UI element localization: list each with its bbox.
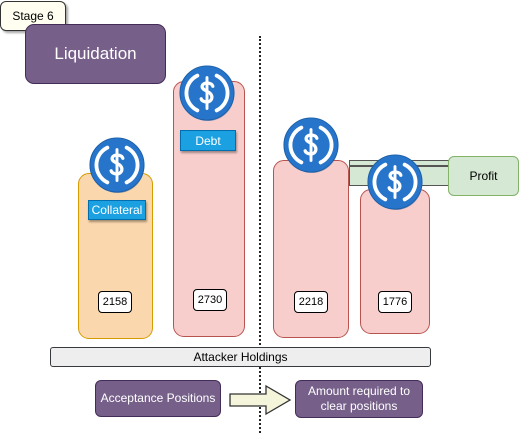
debt-value: 2730 <box>193 289 227 311</box>
right-arrow-icon <box>228 383 292 417</box>
title-box: Liquidation <box>25 24 166 84</box>
amount-required-box: Amount required to clear positions <box>295 380 423 418</box>
collateral-bar <box>78 173 153 339</box>
acceptance-positions-box: Acceptance Positions <box>95 380 221 417</box>
usdc-coin-icon <box>178 64 236 122</box>
collateral-tag: Collateral <box>88 200 146 220</box>
divider-line <box>259 36 261 433</box>
debt-tag: Debt <box>180 130 236 151</box>
usdc-coin-icon <box>88 136 146 194</box>
usdc-coin-icon <box>282 116 340 174</box>
attacker-holdings-bar: Attacker Holdings <box>50 347 431 367</box>
profit-box: Profit <box>448 156 519 196</box>
holding-value-2: 1776 <box>378 291 412 313</box>
usdc-coin-icon <box>366 153 424 211</box>
collateral-value: 2158 <box>98 291 132 313</box>
holding-value-1: 2218 <box>294 291 328 313</box>
